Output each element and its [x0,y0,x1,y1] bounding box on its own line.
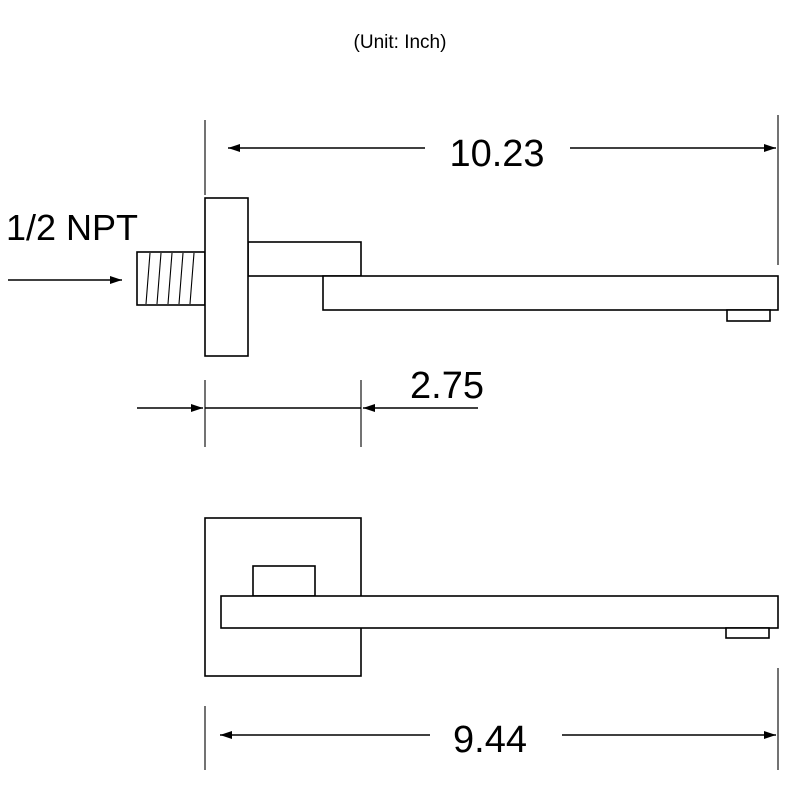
connector-block [247,241,362,277]
thread-label: 1/2 NPT [6,207,138,248]
dimension-label-9-44: 9.44 [453,719,527,761]
thread-marks [145,252,195,305]
side-view: 10.23 1/2 NPT 2.75 [6,115,779,447]
unit-note: (Unit: Inch) [354,32,447,53]
dimension-label-2-75: 2.75 [410,365,484,407]
wall-flange [204,197,249,357]
dimension-label-10-23: 10.23 [449,133,544,175]
top-connector-block [252,565,316,597]
outlet-aerator [726,309,771,322]
top-outlet-aerator [725,627,770,639]
spout-arm [322,275,779,311]
top-spout-arm [220,595,779,629]
top-view: 9.44 [204,517,779,770]
